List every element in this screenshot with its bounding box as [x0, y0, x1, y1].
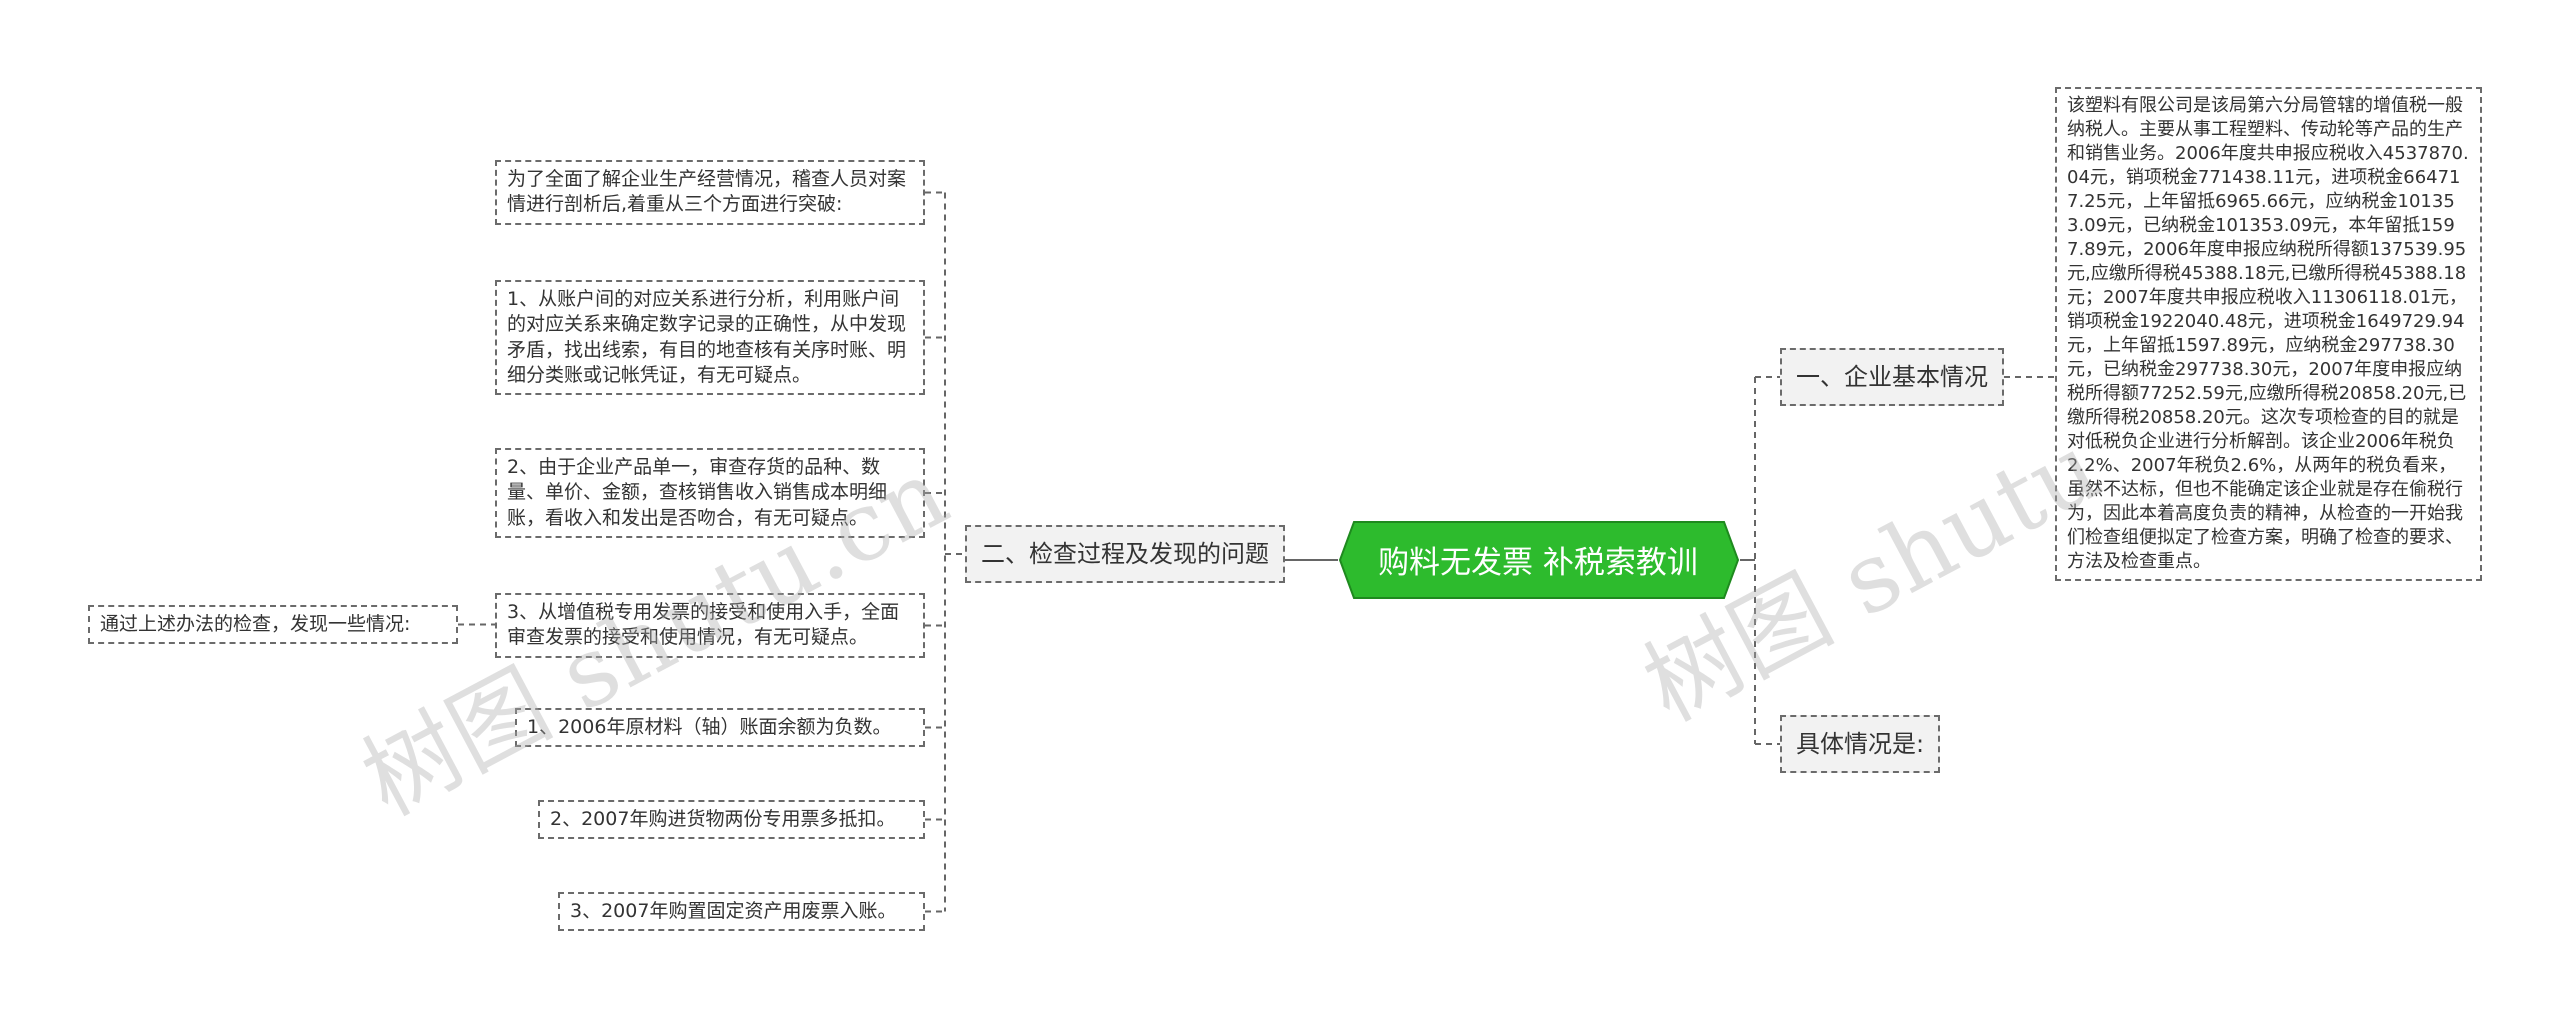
central-topic[interactable]: 购料无发票 补税索教训 [1378, 544, 1698, 581]
branch-basic-info[interactable]: 一、企业基本情况 [1780, 348, 2004, 406]
branch-specifics[interactable]: 具体情况是: [1780, 715, 1941, 773]
method-3[interactable]: 3、从增值税专用发票的接受和使用入手，全面审查发票的接受和使用情况，有无可疑点。 [495, 593, 925, 658]
method-2[interactable]: 2、由于企业产品单一，审查存货的品种、数量、单价、金额，查核销售收入销售成本明细… [495, 448, 925, 538]
summary-note[interactable]: 通过上述办法的检查，发现一些情况: [88, 605, 458, 645]
central-topic-shape [1338, 521, 1740, 599]
branch-process[interactable]: 二、检查过程及发现的问题 [965, 525, 1285, 583]
basic-info-detail[interactable]: 该塑料有限公司是该局第六分局管辖的增值税一般纳税人。主要从事工程塑料、传动轮等产… [2055, 87, 2482, 582]
finding-2[interactable]: 2、2007年购进货物两份专用票多抵扣。 [538, 800, 925, 840]
finding-1[interactable]: 1、2006年原材料（轴）账面余额为负数。 [515, 708, 925, 748]
central-topic-hexagon [1338, 521, 1740, 599]
method-1[interactable]: 1、从账户间的对应关系进行分析，利用账户间的对应关系来确定数字记录的正确性，从中… [495, 280, 925, 396]
finding-3[interactable]: 3、2007年购置固定资产用废票入账。 [558, 892, 925, 932]
process-intro[interactable]: 为了全面了解企业生产经营情况，稽查人员对案情进行剖析后,着重从三个方面进行突破: [495, 160, 925, 225]
